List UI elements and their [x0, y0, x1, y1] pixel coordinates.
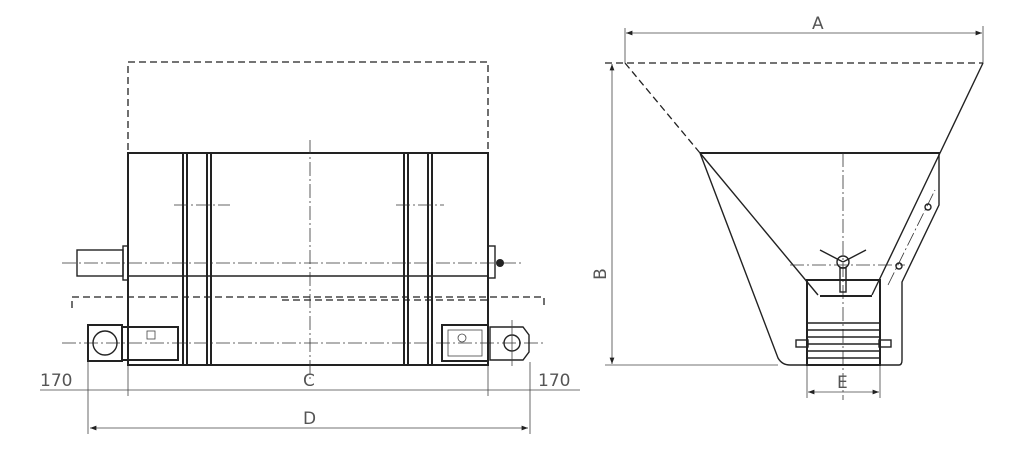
dim-right-170: 170: [538, 371, 570, 391]
gate-plates: [795, 322, 892, 359]
hopper-outline-dashed: [127, 61, 489, 154]
frame-dashed: [71, 296, 545, 308]
dim-label-e: E: [837, 373, 848, 393]
outlet-box: [806, 279, 881, 366]
dim-left-170: 170: [40, 371, 72, 391]
side-view: A B E: [591, 14, 984, 400]
dim-label-a: A: [812, 14, 824, 34]
funnel-inner: [699, 152, 941, 296]
shaft-nut: [496, 259, 504, 267]
front-view: 170 170 C D: [40, 61, 580, 434]
left-motor: [87, 324, 179, 362]
dim-label-b: B: [591, 268, 611, 280]
housing-outline: [699, 152, 940, 366]
dim-label-d: D: [303, 409, 316, 429]
reinforcement-bands: [182, 153, 433, 365]
dim-label-c: C: [303, 371, 315, 391]
right-motor: [441, 320, 530, 366]
